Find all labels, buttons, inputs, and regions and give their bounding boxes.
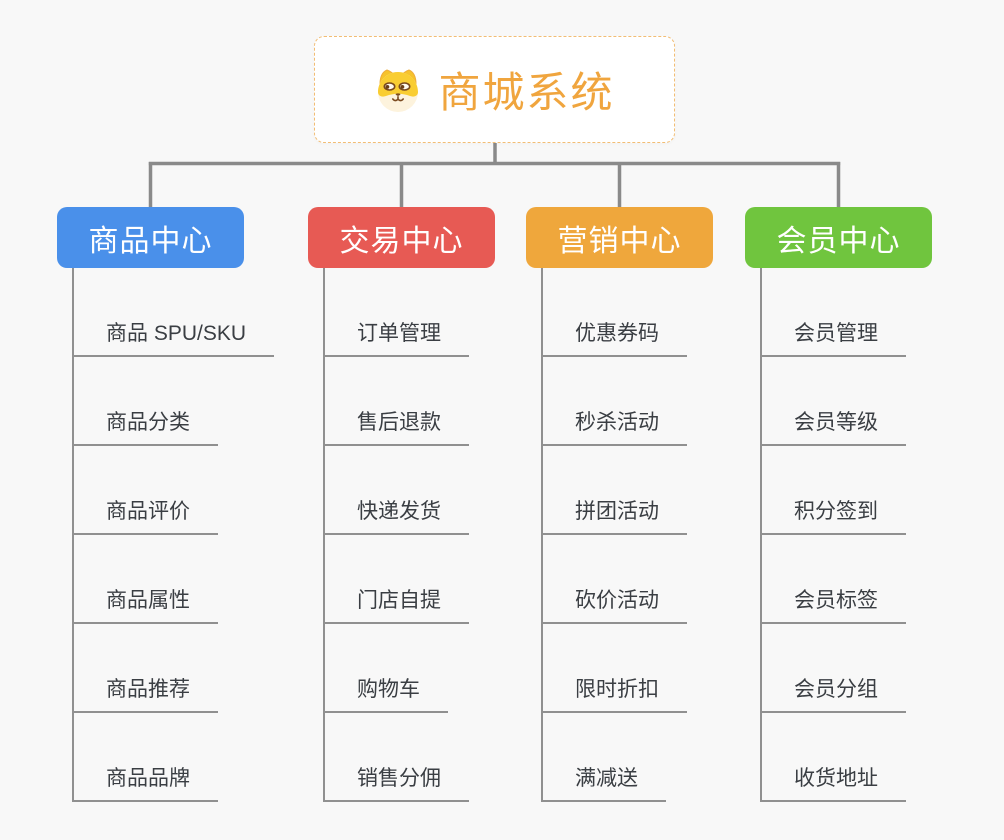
branch-trunk-line bbox=[72, 268, 74, 802]
leaf-node[interactable]: 拼团活动 bbox=[541, 499, 687, 535]
leaf-node[interactable]: 会员等级 bbox=[760, 410, 906, 446]
leaf-node[interactable]: 会员标签 bbox=[760, 588, 906, 624]
leaf-node[interactable]: 秒杀活动 bbox=[541, 410, 687, 446]
root-node[interactable]: 商城系统 bbox=[314, 36, 675, 143]
leaf-node[interactable]: 商品分类 bbox=[72, 410, 218, 446]
branch-node-marketing-center[interactable]: 营销中心 bbox=[526, 207, 713, 268]
leaf-node[interactable]: 商品 SPU/SKU bbox=[72, 321, 275, 357]
leaf-node[interactable]: 商品评价 bbox=[72, 499, 218, 535]
leaf-node[interactable]: 商品属性 bbox=[72, 588, 218, 624]
branch-trunk-line bbox=[760, 268, 762, 802]
branch-node-trade-center[interactable]: 交易中心 bbox=[308, 207, 495, 268]
leaf-node[interactable]: 收货地址 bbox=[760, 766, 906, 802]
leaf-node[interactable]: 会员管理 bbox=[760, 321, 906, 357]
doge-icon bbox=[378, 69, 419, 112]
leaf-node[interactable]: 销售分佣 bbox=[323, 766, 469, 802]
leaf-node[interactable]: 商品推荐 bbox=[72, 677, 218, 713]
leaf-node[interactable]: 限时折扣 bbox=[541, 677, 687, 713]
branch-trunk-line bbox=[541, 268, 543, 802]
branch-node-product-center[interactable]: 商品中心 bbox=[57, 207, 244, 268]
leaf-node[interactable]: 会员分组 bbox=[760, 677, 906, 713]
root-title: 商城系统 bbox=[438, 69, 615, 116]
leaf-node[interactable]: 购物车 bbox=[323, 677, 448, 713]
leaf-node[interactable]: 订单管理 bbox=[323, 321, 469, 357]
leaf-node[interactable]: 商品品牌 bbox=[72, 766, 218, 802]
leaf-node[interactable]: 售后退款 bbox=[323, 410, 469, 446]
branch-node-member-center[interactable]: 会员中心 bbox=[745, 207, 932, 268]
leaf-node[interactable]: 快递发货 bbox=[323, 499, 469, 535]
leaf-node[interactable]: 砍价活动 bbox=[541, 588, 687, 624]
leaf-node[interactable]: 优惠券码 bbox=[541, 321, 687, 357]
branch-trunk-line bbox=[323, 268, 325, 802]
leaf-node[interactable]: 门店自提 bbox=[323, 588, 469, 624]
leaf-node[interactable]: 积分签到 bbox=[760, 499, 906, 535]
leaf-node[interactable]: 满减送 bbox=[541, 766, 666, 802]
